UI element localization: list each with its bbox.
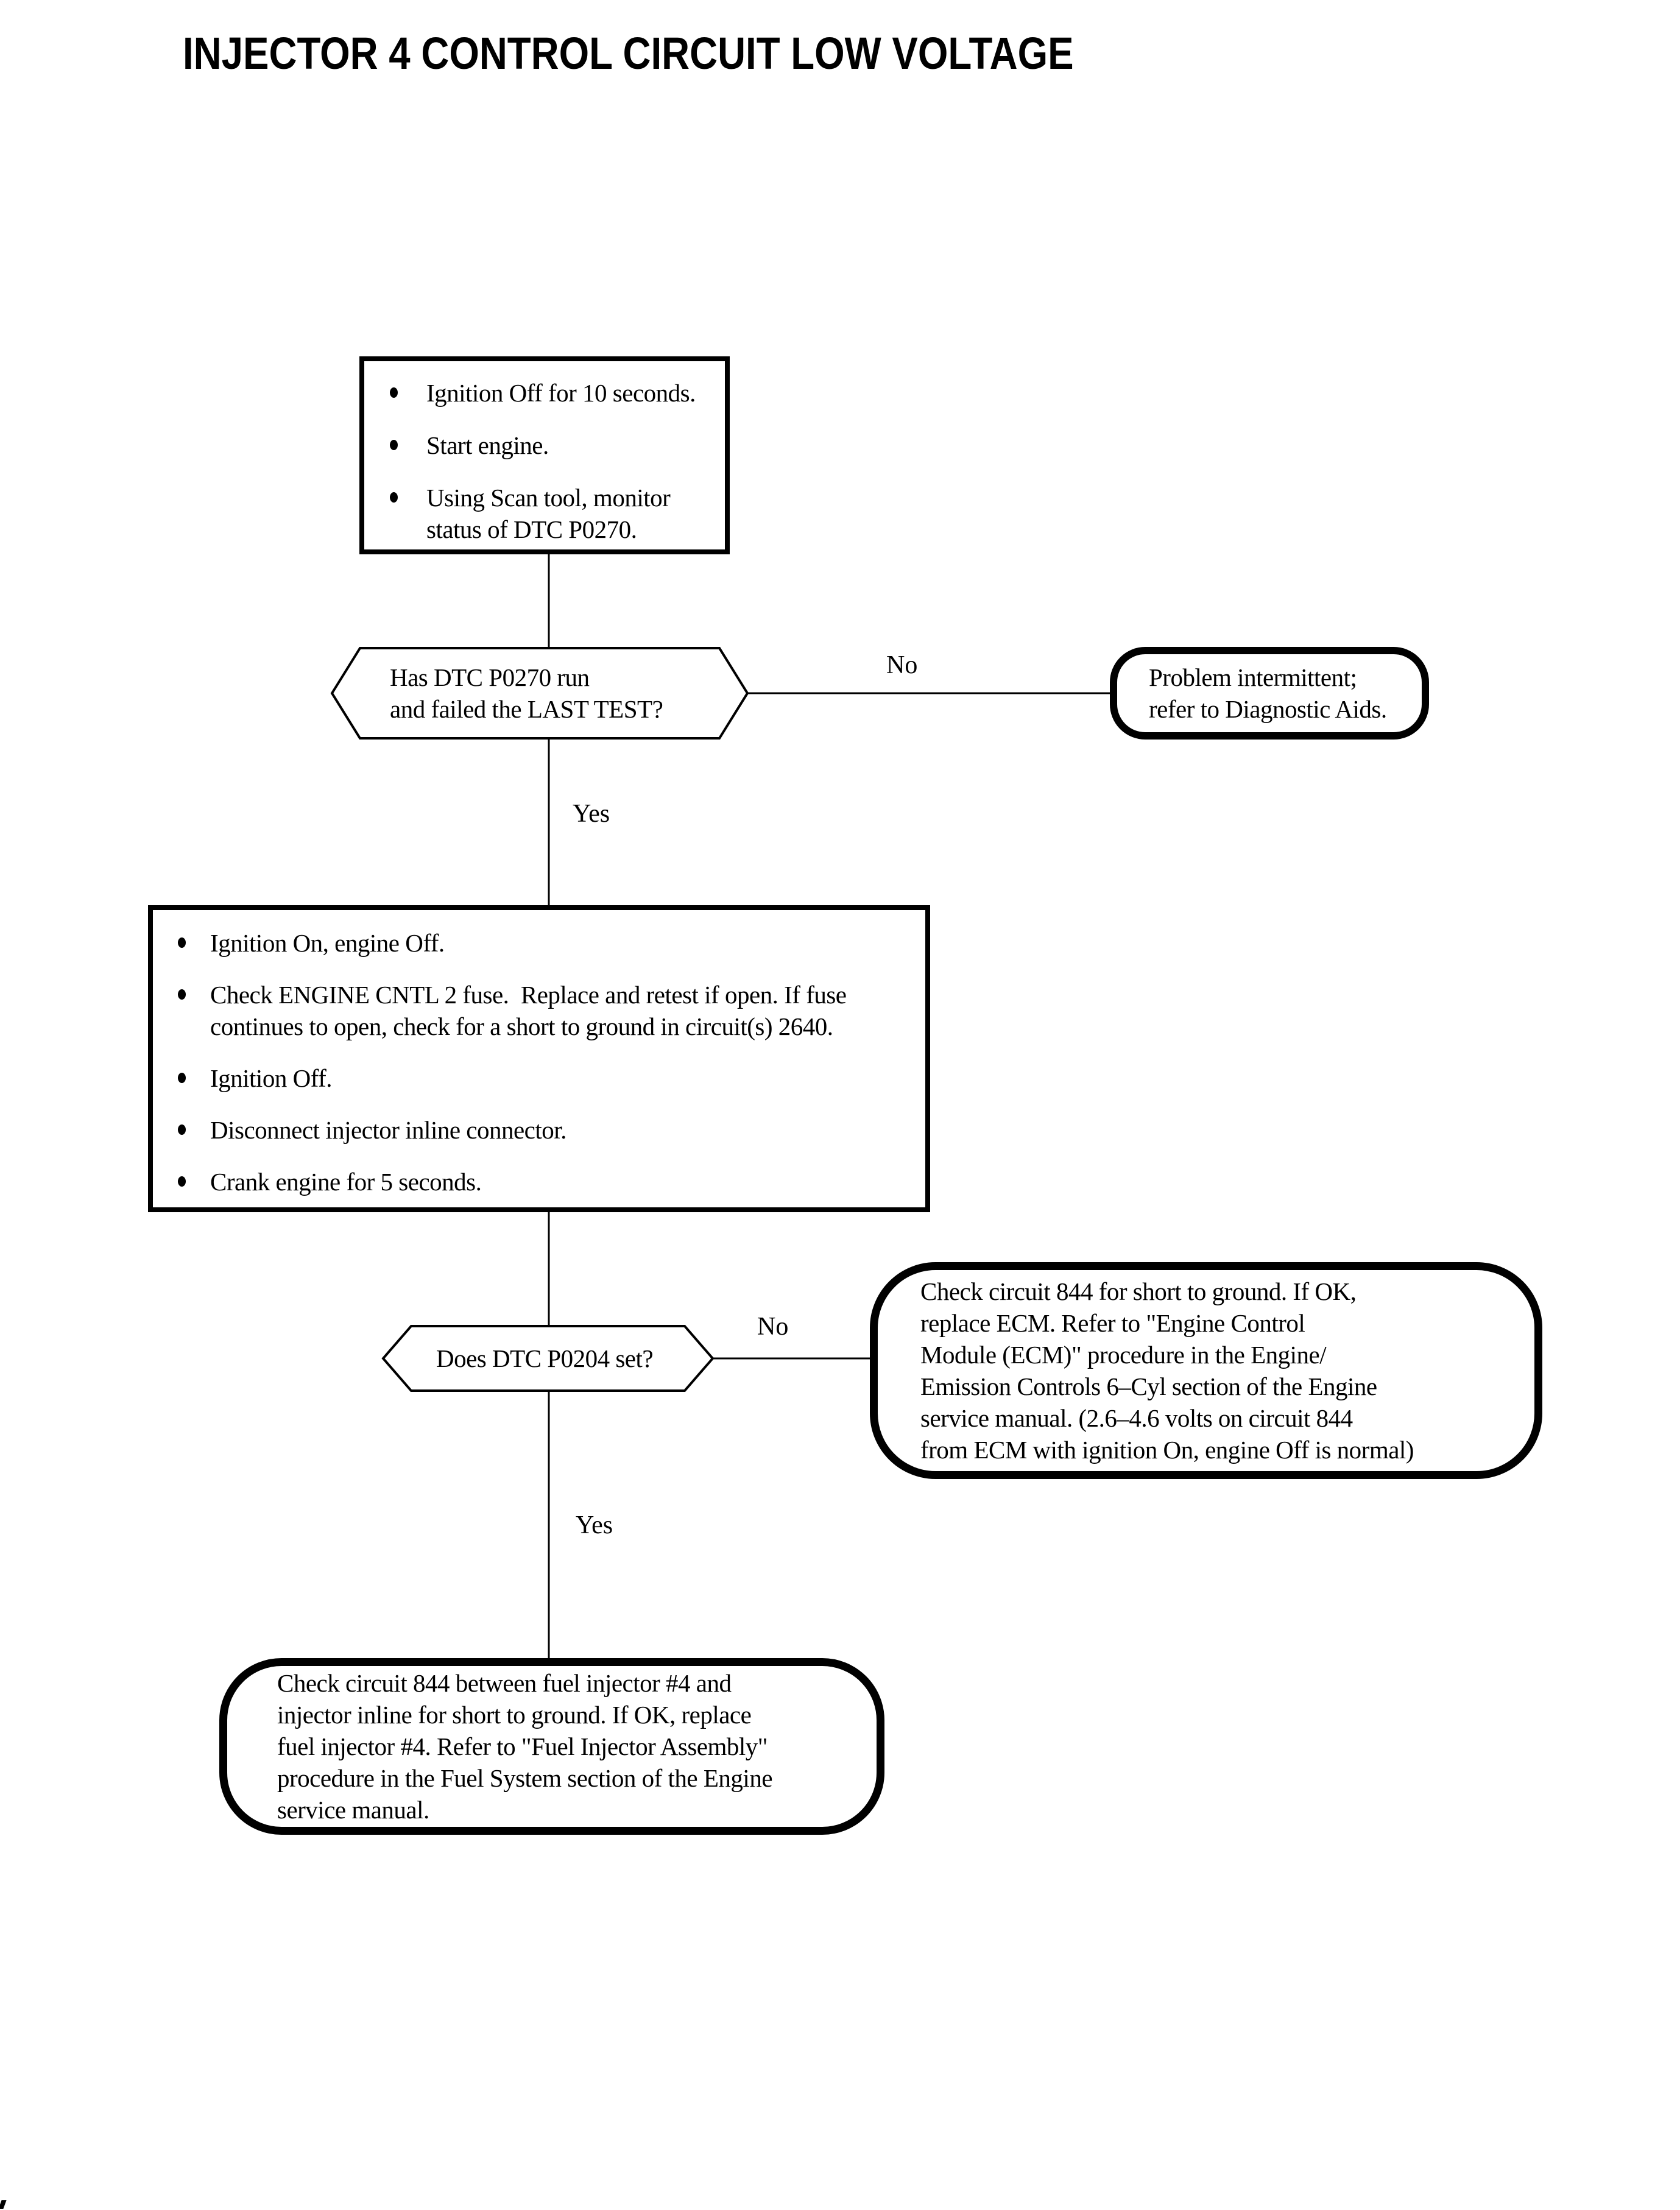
terminal-text: service manual. (2.6–4.6 volts on circui… <box>920 1404 1353 1432</box>
decision-text: and failed the LAST TEST? <box>390 695 663 723</box>
terminal-text: replace ECM. Refer to "Engine Control <box>920 1309 1305 1337</box>
bullet-icon <box>178 1073 186 1083</box>
step-text: Check ENGINE CNTL 2 fuse. Replace and re… <box>210 981 847 1009</box>
step1-action-box: Ignition Off for 10 seconds. Start engin… <box>359 356 730 554</box>
terminal-check-circuit-844-ecm: Check circuit 844 for short to ground. I… <box>870 1262 1542 1479</box>
page-title: INJECTOR 4 CONTROL CIRCUIT LOW VOLTAGE <box>183 28 1074 79</box>
step-text: status of DTC P0270. <box>426 515 637 543</box>
step2-action-box: Ignition On, engine Off. Check ENGINE CN… <box>148 905 930 1212</box>
bullet-icon <box>390 387 398 398</box>
terminal-text: Emission Controls 6–Cyl section of the E… <box>920 1372 1377 1400</box>
bullet-icon <box>390 440 398 450</box>
step-text: Ignition On, engine Off. <box>210 929 445 957</box>
list-item: Start engine. <box>390 429 725 461</box>
step-text: Crank engine for 5 seconds. <box>210 1168 482 1196</box>
terminal-text: injector inline for short to ground. If … <box>277 1701 752 1729</box>
terminal-problem-intermittent: Problem intermittent; refer to Diagnosti… <box>1110 647 1429 740</box>
edge-label-yes: Yes <box>576 1511 613 1539</box>
terminal-text: Problem intermittent; <box>1149 663 1357 691</box>
decision1-question: Has DTC P0270 run and failed the LAST TE… <box>390 662 663 725</box>
list-item: Disconnect injector inline connector. <box>178 1114 925 1146</box>
terminal-check-circuit-844-injector: Check circuit 844 between fuel injector … <box>219 1658 884 1835</box>
terminal-text: fuel injector #4. Refer to "Fuel Injecto… <box>277 1732 768 1760</box>
decision-text: Has DTC P0270 run <box>390 663 590 691</box>
list-item: Crank engine for 5 seconds. <box>178 1166 925 1198</box>
bullet-icon <box>178 989 186 1000</box>
step-text: Ignition Off for 10 seconds. <box>426 379 696 407</box>
decision-text: Does DTC P0204 set? <box>436 1344 654 1372</box>
decision2-question: Does DTC P0204 set? <box>436 1343 654 1374</box>
edge-label-no: No <box>757 1313 789 1341</box>
list-item: Using Scan tool, monitor status of DTC P… <box>390 482 725 545</box>
step-text: Using Scan tool, monitor <box>426 484 671 512</box>
list-item: Ignition Off for 10 seconds. <box>390 377 725 409</box>
list-item: Check ENGINE CNTL 2 fuse. Replace and re… <box>178 979 925 1042</box>
edge-label-yes: Yes <box>573 800 610 828</box>
terminal-text: from ECM with ignition On, engine Off is… <box>920 1436 1414 1464</box>
list-item: Ignition On, engine Off. <box>178 927 925 959</box>
terminal-text: procedure in the Fuel System section of … <box>277 1764 773 1792</box>
list-item: Ignition Off. <box>178 1062 925 1094</box>
step-text-multiline: Using Scan tool, monitor status of DTC P… <box>426 482 671 545</box>
terminal-text: service manual. <box>277 1796 429 1824</box>
bullet-icon <box>390 492 398 503</box>
edge-label-no: No <box>886 651 918 679</box>
bullet-icon <box>178 937 186 948</box>
step-text: Start engine. <box>426 431 549 459</box>
terminal-text: Check circuit 844 between fuel injector … <box>277 1669 732 1697</box>
bullet-icon <box>178 1176 186 1187</box>
terminal-text: Check circuit 844 for short to ground. I… <box>920 1277 1357 1305</box>
step-text: continues to open, check for a short to … <box>210 1012 833 1040</box>
step-text: Disconnect injector inline connector. <box>210 1116 566 1144</box>
step-text-multiline: Check ENGINE CNTL 2 fuse. Replace and re… <box>210 979 847 1042</box>
terminal-text: refer to Diagnostic Aids. <box>1149 695 1387 723</box>
step-text: Ignition Off. <box>210 1064 333 1092</box>
terminal-text: Module (ECM)" procedure in the Engine/ <box>920 1341 1327 1369</box>
bullet-icon <box>178 1124 186 1135</box>
